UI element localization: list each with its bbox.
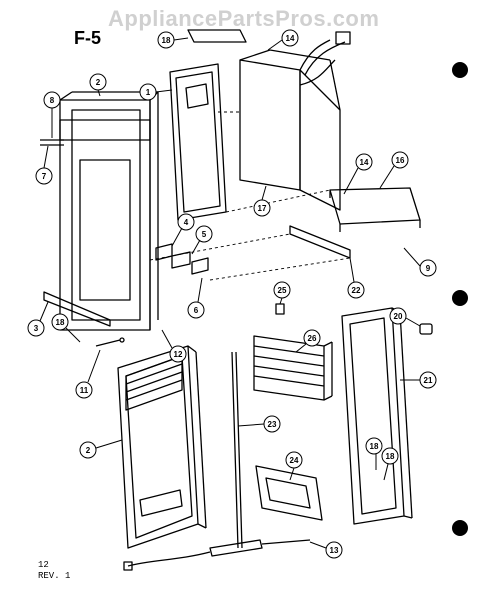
revision-label: REV. 1 (38, 571, 71, 581)
part-small-panel (255, 465, 323, 521)
svg-text:13: 13 (330, 546, 339, 555)
part-front-frame (341, 307, 413, 525)
svg-text:14: 14 (286, 34, 295, 43)
part-rail (289, 225, 351, 259)
callout-18d: 18 (381, 447, 399, 481)
callout-25: 25 (273, 281, 291, 305)
callout-2a: 2 (89, 73, 107, 97)
callout-12: 12 (161, 329, 187, 363)
part-small-bracket (40, 139, 64, 146)
callout-labels: 18 14 2 8 7 1 17 14 16 4 5 9 22 6 3 25 1… (27, 29, 437, 559)
callout-7: 7 (35, 145, 53, 185)
svg-text:6: 6 (194, 306, 199, 315)
callout-18c: 18 (365, 437, 383, 470)
part-door-panel-lower (117, 345, 207, 549)
callout-18b: 18 (51, 313, 81, 343)
callout-23: 23 (237, 415, 281, 433)
svg-text:2: 2 (96, 78, 101, 87)
part-door-liner-upper (59, 91, 159, 331)
callout-11: 11 (75, 349, 101, 399)
callout-16: 16 (379, 151, 409, 189)
svg-text:25: 25 (278, 286, 287, 295)
callout-3: 3 (27, 301, 49, 337)
svg-text:1: 1 (146, 88, 151, 97)
registration-dot-middle (452, 290, 468, 306)
svg-text:5: 5 (202, 230, 207, 239)
callout-13: 13 (309, 541, 343, 559)
callout-6: 6 (187, 277, 205, 319)
callout-5: 5 (191, 225, 213, 255)
svg-text:17: 17 (258, 204, 267, 213)
callout-17: 17 (253, 185, 271, 217)
svg-text:8: 8 (50, 96, 55, 105)
svg-text:18: 18 (162, 36, 171, 45)
part-grille (253, 335, 333, 401)
svg-text:11: 11 (80, 386, 89, 395)
svg-text:16: 16 (396, 156, 405, 165)
callout-22: 22 (347, 257, 365, 299)
watermark: AppliancePartsPros.com (108, 6, 380, 31)
svg-text:24: 24 (290, 456, 299, 465)
registration-dot-bottom (452, 520, 468, 536)
callout-26: 26 (295, 329, 321, 353)
svg-text:9: 9 (426, 264, 431, 273)
callout-14a: 14 (267, 29, 299, 51)
part-panel (169, 63, 227, 221)
part-housing (239, 49, 341, 211)
svg-text:18: 18 (386, 452, 395, 461)
part-top-plate (187, 29, 247, 43)
callout-8: 8 (43, 91, 61, 138)
svg-text:22: 22 (352, 286, 361, 295)
callout-20: 20 (389, 307, 421, 327)
svg-text:4: 4 (184, 218, 189, 227)
registration-dot-top (452, 62, 468, 78)
figure-label: F-5 (74, 28, 101, 48)
part-bottom-rail (43, 291, 111, 327)
part-screw (95, 337, 125, 347)
callout-18a: 18 (157, 31, 189, 49)
part-control-board (329, 187, 421, 232)
callout-14b: 14 (343, 153, 373, 195)
svg-text:18: 18 (370, 442, 379, 451)
callout-9: 9 (403, 247, 437, 277)
svg-text:21: 21 (424, 376, 433, 385)
callout-21: 21 (400, 371, 437, 389)
svg-text:7: 7 (42, 172, 47, 181)
svg-text:3: 3 (34, 324, 39, 333)
callout-1: 1 (139, 83, 173, 101)
svg-text:12: 12 (174, 350, 183, 359)
part-wiring (299, 31, 351, 86)
part-knob (419, 323, 433, 335)
page-footer: 12 REV. 1 (38, 560, 70, 582)
callout-24: 24 (285, 451, 303, 481)
part-clip-25 (275, 303, 285, 315)
part-clips (155, 243, 209, 275)
part-cord (123, 539, 311, 571)
svg-text:18: 18 (56, 318, 65, 327)
callout-4: 4 (171, 213, 195, 247)
part-rod (231, 351, 243, 549)
svg-text:23: 23 (268, 420, 277, 429)
callout-2b: 2 (79, 439, 123, 459)
svg-text:2: 2 (86, 446, 91, 455)
page-number: 12 (38, 560, 49, 570)
svg-text:20: 20 (394, 312, 403, 321)
assembly-lines (149, 111, 351, 281)
svg-text:14: 14 (360, 158, 369, 167)
svg-text:26: 26 (308, 334, 317, 343)
